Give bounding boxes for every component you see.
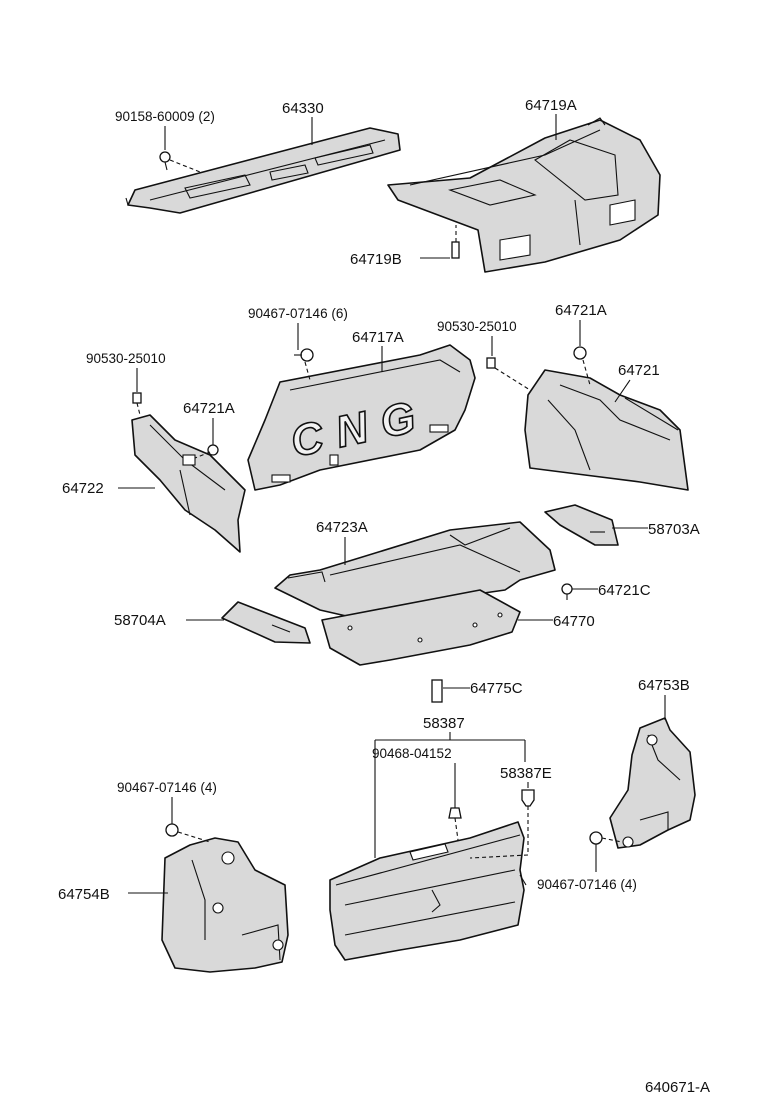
part-64753B-right-cover [609,717,696,849]
clip-64719B [451,225,460,259]
part-64754B-left-cover [161,837,289,973]
clip-64721C [561,583,573,600]
label-58387: 58387 [423,715,465,732]
label-90530-25010-right: 90530-25010 [437,319,517,334]
label-90468-04152: 90468-04152 [372,746,452,761]
part-64721-right-side-trim [524,369,689,491]
part-64775C [431,679,443,703]
clip-90530-25010-left [132,392,142,416]
clip-64721A-right [573,346,591,386]
label-64721C: 64721C [598,582,651,599]
part-64717A-rear-panel [247,344,476,491]
label-90467-07146-6: 90467-07146 (6) [248,306,348,321]
part-64722-left-side-trim [131,414,246,553]
label-64717A: 64717A [352,329,404,346]
label-64719B: 64719B [350,251,402,268]
label-58703A: 58703A [648,521,700,538]
part-64770-trunk-board [321,589,521,666]
label-64721A-left: 64721A [183,400,235,417]
label-64719A: 64719A [525,97,577,114]
label-64330: 64330 [282,100,324,117]
label-58387E: 58387E [500,765,552,782]
clip-58387E [469,789,535,859]
part-58387-back-panel [329,821,527,961]
clip-90468-04152 [448,807,462,841]
label-64721: 64721 [618,362,660,379]
label-58704A: 58704A [114,612,166,629]
label-64723A: 64723A [316,519,368,536]
part-64330-package-tray [125,127,401,214]
label-64753B: 64753B [638,677,690,694]
part-58704A [221,601,311,644]
label-90158-60009: 90158-60009 (2) [115,109,215,124]
part-58703A [544,504,619,546]
clip-90530-25010-right [486,357,531,391]
diagram-code: 640671-A [645,1079,710,1096]
label-90530-25010-left: 90530-25010 [86,351,166,366]
label-64754B: 64754B [58,886,110,903]
part-64719A-shelf-board [387,117,661,273]
clip-90158-60009 [159,151,201,173]
label-64722: 64722 [62,480,104,497]
label-90467-07146-4-left: 90467-07146 (4) [117,780,217,795]
clip-90467-07146-4-left [165,823,211,843]
label-64770: 64770 [553,613,595,630]
label-90467-07146-4-right: 90467-07146 (4) [537,877,637,892]
label-64775C: 64775C [470,680,523,697]
label-64721A-right: 64721A [555,302,607,319]
clip-90467-07146-6 [294,348,314,381]
